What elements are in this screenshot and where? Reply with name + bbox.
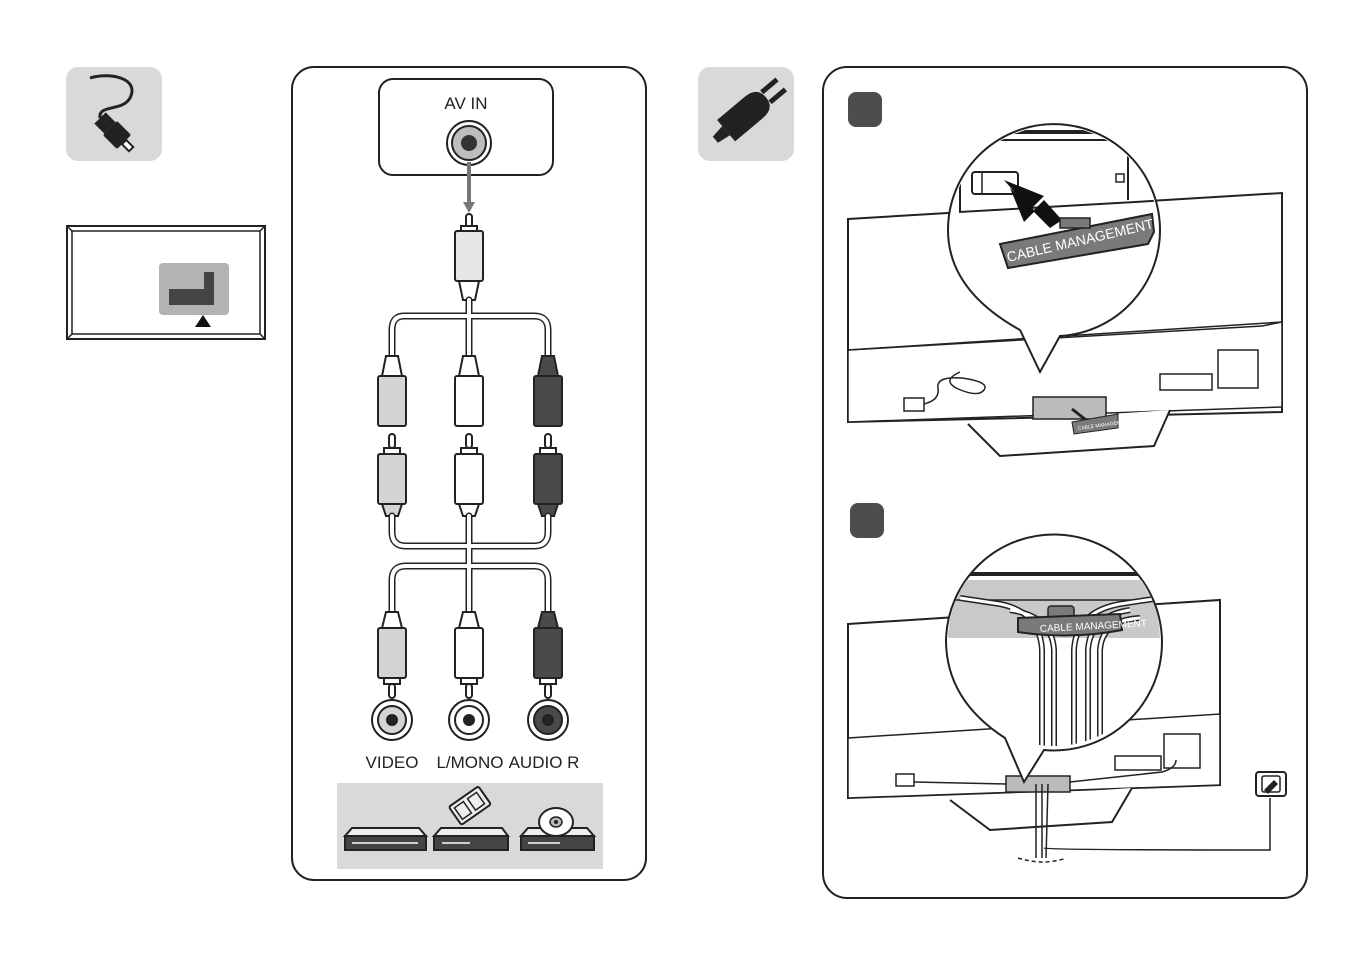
step-2-badge <box>850 503 884 538</box>
av-in-port-box: AV IN <box>379 79 553 175</box>
power-plug-icon <box>698 67 794 161</box>
av-in-label: AV IN <box>444 94 487 113</box>
wall-socket-icon <box>1256 772 1286 796</box>
video-jack-label: VIDEO <box>366 753 419 772</box>
tv-port-location-icon <box>67 226 265 339</box>
l-mono-jack-label: L/MONO <box>436 753 503 772</box>
cable-management-panel: CABLE MANAGEMENT CABLE MANAGEMENT <box>823 67 1307 898</box>
av-cable-icon <box>66 67 162 161</box>
step-1-badge <box>848 92 882 127</box>
set-top-box-icon <box>345 828 426 850</box>
audio-r-jack-label: AUDIO R <box>509 753 580 772</box>
rca-jacks <box>372 700 568 740</box>
source-devices <box>337 783 603 869</box>
av-connection-panel: AV IN <box>292 67 646 880</box>
